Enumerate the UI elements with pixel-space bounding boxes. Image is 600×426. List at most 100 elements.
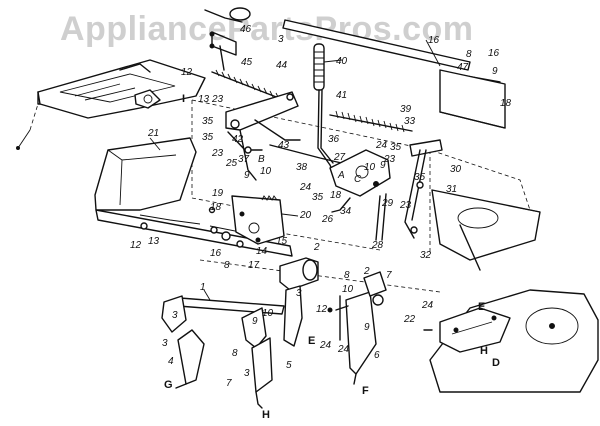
label-17: 17 bbox=[248, 260, 260, 271]
label-18a: 18 bbox=[500, 98, 512, 109]
label-35d: 35 bbox=[414, 172, 426, 183]
label-15: 15 bbox=[276, 236, 288, 247]
label-24e: 24 bbox=[421, 300, 434, 311]
gear-sector-20 bbox=[231, 195, 285, 245]
label-25: 25 bbox=[225, 158, 238, 169]
label-47: 47 bbox=[457, 62, 469, 73]
label-23b: 23 bbox=[211, 148, 224, 159]
label-F: F bbox=[362, 385, 369, 397]
label-7a: 7 bbox=[226, 378, 232, 389]
label-46: 46 bbox=[240, 24, 252, 35]
label-44: 44 bbox=[276, 60, 288, 71]
label-12a: 12 bbox=[181, 67, 193, 78]
label-9c: 9 bbox=[380, 160, 386, 171]
label-8d: 8 bbox=[344, 270, 350, 281]
label-42: 42 bbox=[232, 134, 244, 145]
label-45: 45 bbox=[241, 57, 253, 68]
label-24b: 24 bbox=[299, 182, 312, 193]
label-B: B bbox=[258, 154, 265, 165]
label-23d: 23 bbox=[399, 200, 412, 211]
label-10d: 10 bbox=[342, 284, 354, 295]
top-rod-16 bbox=[282, 19, 506, 129]
front-axle-rod-1 bbox=[161, 295, 285, 409]
label-27: 27 bbox=[333, 152, 346, 163]
label-1: 1 bbox=[200, 282, 206, 293]
label-3c: 3 bbox=[244, 368, 250, 379]
label-G: G bbox=[164, 379, 173, 391]
label-3d: 3 bbox=[296, 288, 302, 299]
label-E-deck: E bbox=[478, 301, 485, 313]
label-8a: 8 bbox=[466, 49, 472, 60]
label-23a: 23 bbox=[211, 94, 224, 105]
label-19: 19 bbox=[212, 188, 224, 199]
label-35a: 35 bbox=[202, 116, 214, 127]
label-24d: 24 bbox=[337, 344, 350, 355]
label-8b: 8 bbox=[224, 260, 230, 271]
label-9b: 9 bbox=[244, 170, 250, 181]
label-41: 41 bbox=[336, 90, 347, 101]
label-43: 43 bbox=[278, 140, 290, 151]
label-37: 37 bbox=[238, 154, 250, 165]
label-8c: 8 bbox=[232, 348, 238, 359]
label-2a: 2 bbox=[313, 242, 320, 253]
label-C: C bbox=[354, 174, 362, 185]
label-20: 20 bbox=[299, 210, 312, 221]
label-16b: 16 bbox=[488, 48, 500, 59]
label-4: 4 bbox=[168, 356, 174, 367]
watermark-text: AppliancePartsPros.com bbox=[60, 10, 473, 48]
label-13a: 13 bbox=[198, 94, 210, 105]
label-16c: 16 bbox=[210, 248, 222, 259]
label-38: 38 bbox=[296, 162, 308, 173]
label-28: 28 bbox=[371, 240, 384, 251]
label-I: I bbox=[182, 93, 185, 105]
label-6: 6 bbox=[374, 350, 380, 361]
label-16a: 16 bbox=[428, 35, 440, 46]
label-3a: 3 bbox=[172, 310, 178, 321]
label-A: A bbox=[337, 170, 345, 181]
label-32: 32 bbox=[420, 250, 432, 261]
label-10b: 10 bbox=[364, 162, 376, 173]
label-30: 30 bbox=[450, 164, 462, 175]
rear-lift-arms bbox=[279, 257, 387, 385]
label-31: 31 bbox=[446, 184, 457, 195]
label-35b: 35 bbox=[202, 132, 214, 143]
label-35e: 35 bbox=[312, 192, 324, 203]
label-5: 5 bbox=[286, 360, 292, 371]
label-13b: 13 bbox=[148, 236, 160, 247]
label-9d: 9 bbox=[252, 316, 258, 327]
part-number-labels: 46 3 44 45 12 40 41 16 8 16 47 9 18 I 13… bbox=[130, 24, 512, 421]
label-H-deck: H bbox=[480, 345, 488, 357]
label-39: 39 bbox=[400, 104, 412, 115]
label-35c: 35 bbox=[390, 142, 402, 153]
label-26: 26 bbox=[321, 214, 334, 225]
label-24a: 24 bbox=[375, 140, 388, 151]
label-21: 21 bbox=[147, 128, 159, 139]
label-40: 40 bbox=[336, 56, 348, 67]
dash-panel bbox=[16, 59, 206, 150]
label-34: 34 bbox=[340, 206, 352, 217]
label-10c: 10 bbox=[262, 308, 274, 319]
label-14: 14 bbox=[256, 246, 268, 257]
label-29: 29 bbox=[381, 198, 394, 209]
label-12b: 12 bbox=[130, 240, 142, 251]
hardware-13-14-16 bbox=[140, 206, 261, 248]
upper-link-arms bbox=[225, 91, 351, 181]
label-18c: 18 bbox=[210, 202, 222, 213]
lift-lever bbox=[313, 43, 335, 176]
right-frame bbox=[431, 189, 541, 271]
label-9e: 9 bbox=[364, 322, 370, 333]
label-9a: 9 bbox=[492, 66, 498, 77]
leader-lines bbox=[149, 39, 441, 301]
label-2b: 2 bbox=[363, 266, 370, 277]
label-7b: 7 bbox=[386, 270, 392, 281]
spring-45 bbox=[211, 69, 285, 101]
pedal-assembly bbox=[204, 7, 251, 71]
label-E-left: E bbox=[308, 335, 315, 347]
label-10a: 10 bbox=[260, 166, 272, 177]
mower-deck bbox=[423, 289, 599, 393]
label-18b: 18 bbox=[330, 190, 342, 201]
spring-39 bbox=[329, 110, 413, 133]
label-3: 3 bbox=[278, 34, 284, 45]
